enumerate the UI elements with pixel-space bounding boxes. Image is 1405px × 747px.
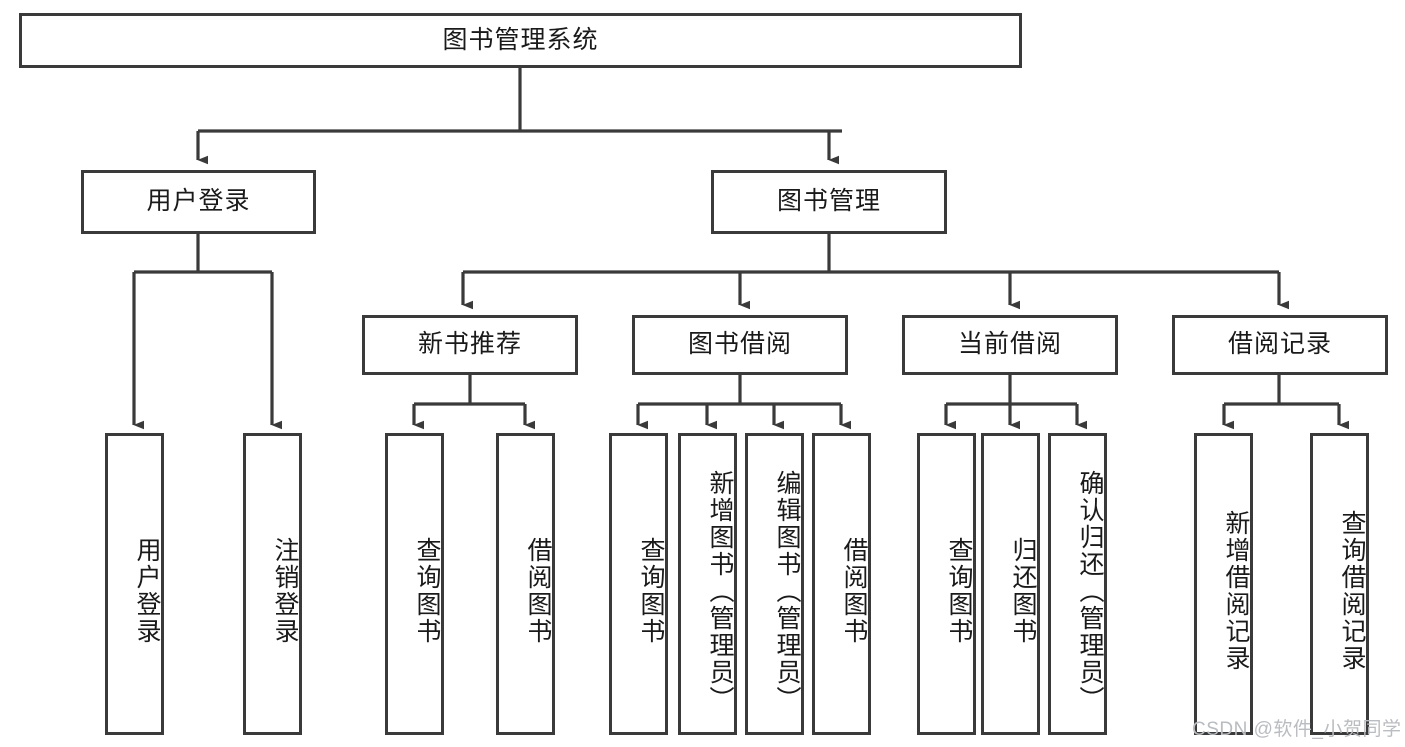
node-leaf-user-login[interactable]: 用户登录: [105, 433, 164, 735]
node-leaf-add-book-label: 新增图书（管理员）: [706, 469, 734, 713]
node-leaf-borrow-book-2[interactable]: 借阅图书: [812, 433, 871, 735]
node-leaf-query-book-2[interactable]: 查询图书: [609, 433, 668, 735]
node-new-book-rec[interactable]: 新书推荐: [362, 315, 578, 375]
node-leaf-return-book-label: 归还图书: [1009, 537, 1037, 645]
node-user-login[interactable]: 用户登录: [81, 170, 316, 234]
node-leaf-query-record[interactable]: 查询借阅记录: [1310, 433, 1369, 735]
node-new-book-rec-label: 新书推荐: [417, 330, 522, 359]
node-leaf-borrow-book-1-label: 借阅图书: [524, 537, 552, 645]
node-root[interactable]: 图书管理系统: [19, 13, 1022, 68]
node-leaf-edit-book-label: 编辑图书（管理员）: [773, 469, 801, 713]
node-leaf-query-record-label: 查询借阅记录: [1338, 510, 1366, 672]
node-leaf-query-book-1[interactable]: 查询图书: [385, 433, 444, 735]
node-leaf-return-book[interactable]: 归还图书: [981, 433, 1040, 735]
node-book-borrow[interactable]: 图书借阅: [632, 315, 848, 375]
node-book-manage-label: 图书管理: [776, 187, 881, 216]
node-leaf-borrow-book-1[interactable]: 借阅图书: [496, 433, 555, 735]
node-leaf-confirm-return[interactable]: 确认归还（管理员）: [1048, 433, 1107, 735]
node-leaf-add-record[interactable]: 新增借阅记录: [1194, 433, 1253, 735]
node-leaf-add-record-label: 新增借阅记录: [1222, 510, 1250, 672]
node-book-manage[interactable]: 图书管理: [711, 170, 947, 234]
node-leaf-logout-label: 注销登录: [271, 537, 299, 645]
node-leaf-add-book[interactable]: 新增图书（管理员）: [678, 433, 737, 735]
node-leaf-query-book-1-label: 查询图书: [413, 537, 441, 645]
node-leaf-logout[interactable]: 注销登录: [243, 433, 302, 735]
node-current-borrow[interactable]: 当前借阅: [902, 315, 1118, 375]
node-borrow-record[interactable]: 借阅记录: [1172, 315, 1388, 375]
node-root-label: 图书管理系统: [442, 25, 599, 54]
node-leaf-edit-book[interactable]: 编辑图书（管理员）: [745, 433, 804, 735]
node-user-login-label: 用户登录: [146, 187, 251, 216]
node-current-borrow-label: 当前借阅: [957, 330, 1062, 359]
node-borrow-record-label: 借阅记录: [1227, 330, 1332, 359]
node-leaf-borrow-book-2-label: 借阅图书: [840, 537, 868, 645]
node-leaf-query-book-3-label: 查询图书: [945, 537, 973, 645]
node-leaf-query-book-3[interactable]: 查询图书: [917, 433, 976, 735]
node-leaf-query-book-2-label: 查询图书: [637, 537, 665, 645]
node-book-borrow-label: 图书借阅: [687, 330, 792, 359]
node-leaf-user-login-label: 用户登录: [133, 537, 161, 645]
node-leaf-confirm-return-label: 确认归还（管理员）: [1076, 469, 1104, 713]
